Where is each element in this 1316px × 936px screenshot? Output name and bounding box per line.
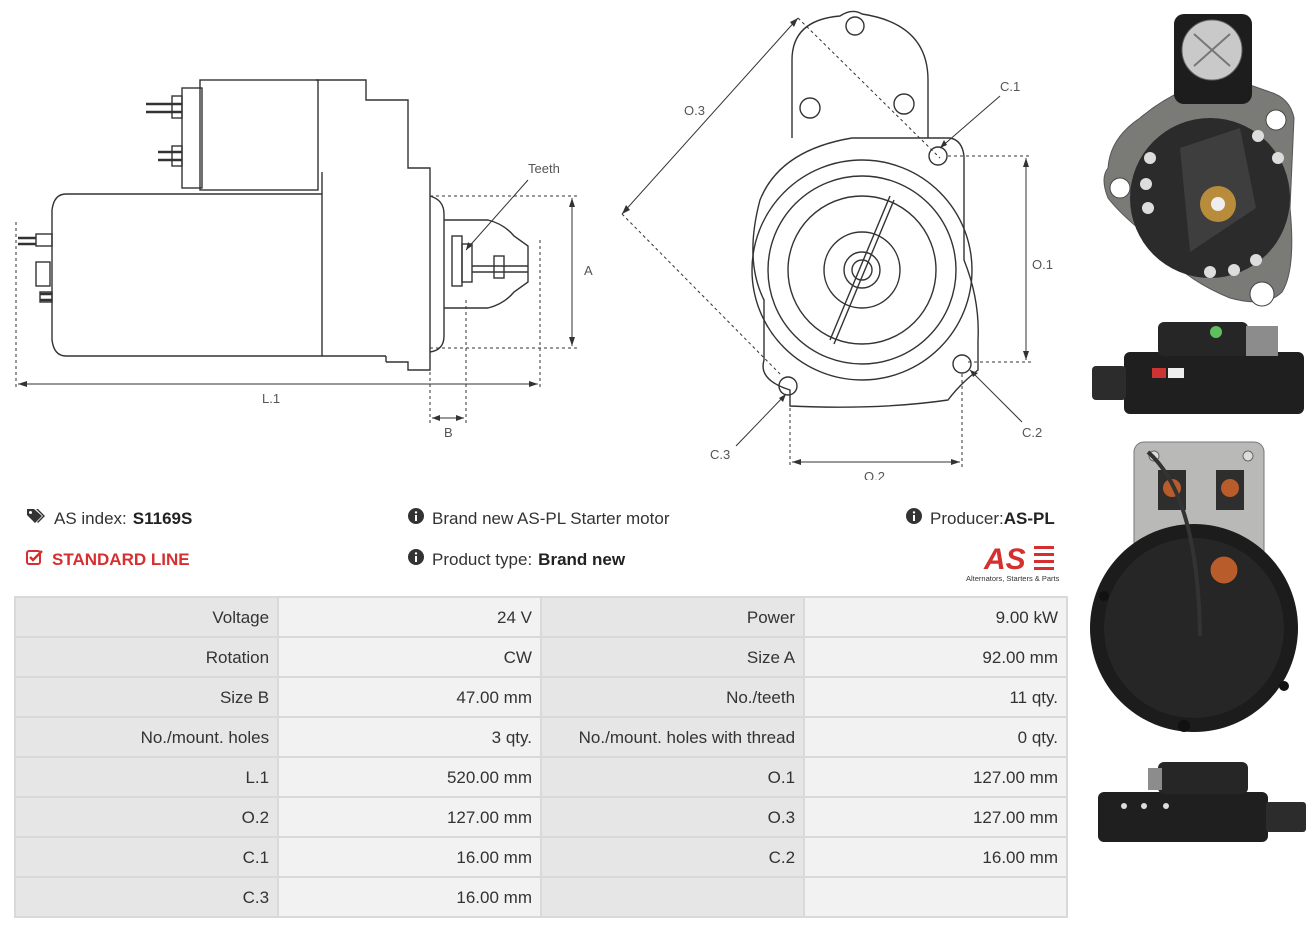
producer-label: Producer: [930, 508, 1004, 528]
spec-key: No./mount. holes [16, 718, 278, 756]
product-type-label: Product type: [432, 549, 533, 569]
logo-tagline: Alternators, Starters & Parts [966, 574, 1060, 583]
spec-key: Rotation [16, 638, 278, 676]
spec-key: C.2 [541, 838, 804, 876]
product-photos [1084, 0, 1316, 936]
spec-value: 11 qty. [805, 678, 1066, 716]
label-c1: C.1 [1000, 79, 1020, 94]
spec-value: 127.00 mm [805, 798, 1066, 836]
spec-value: 16.00 mm [805, 838, 1066, 876]
label-c3: C.3 [710, 447, 730, 462]
product-description: Brand new AS-PL Starter motor [432, 508, 670, 528]
spec-key: O.1 [541, 758, 804, 796]
product-type-row: Product type: Brand new [408, 549, 625, 570]
photo-drive-end [1103, 14, 1295, 307]
tags-icon [26, 508, 46, 529]
label-b: B [444, 425, 453, 440]
spec-value: 0 qty. [805, 718, 1066, 756]
photo-side-bottom [1098, 762, 1306, 842]
label-o3: O.3 [684, 103, 705, 118]
front-view [751, 10, 979, 408]
spec-key: Power [541, 598, 804, 636]
spec-key: C.1 [16, 838, 278, 876]
spec-value: 127.00 mm [805, 758, 1066, 796]
spec-key: Voltage [16, 598, 278, 636]
as-index-row: AS index: S1169S [26, 508, 192, 529]
side-view [18, 79, 529, 371]
spec-value: 16.00 mm [279, 838, 540, 876]
producer-value: AS-PL [1003, 508, 1055, 528]
spec-value: 9.00 kW [805, 598, 1066, 636]
label-o1: O.1 [1032, 257, 1053, 272]
producer-row: Producer: AS-PL [906, 508, 1055, 529]
info-circle-icon [408, 508, 424, 529]
spec-value: 3 qty. [279, 718, 540, 756]
photo-commutator-end [1090, 441, 1298, 732]
spec-key: No./mount. holes with thread [541, 718, 804, 756]
description-row: Brand new AS-PL Starter motor [408, 508, 669, 529]
dimension-arrows [18, 18, 1029, 465]
label-l1: L.1 [262, 391, 280, 406]
spec-value: 24 V [279, 598, 540, 636]
product-line-row: STANDARD LINE [26, 549, 190, 570]
dimension-drawing-svg: Teeth A B L.1 O.1 O.2 O.3 C.1 C.2 C.3 [15, 10, 1053, 480]
as-index-value: S1169S [132, 508, 193, 528]
spec-key: Size A [541, 638, 804, 676]
spec-key: L.1 [16, 758, 278, 796]
info-circle-icon [906, 508, 922, 529]
spec-key: C.3 [16, 878, 278, 916]
spec-value: 520.00 mm [279, 758, 540, 796]
product-type-value: Brand new [538, 549, 626, 569]
spec-value: 47.00 mm [279, 678, 540, 716]
spec-value [805, 878, 1066, 916]
product-line: STANDARD LINE [52, 549, 190, 569]
spec-key [541, 878, 804, 916]
spec-key: O.3 [541, 798, 804, 836]
label-c2: C.2 [1022, 425, 1042, 440]
spec-key: No./teeth [541, 678, 804, 716]
label-teeth: Teeth [528, 161, 560, 176]
spec-value: 92.00 mm [805, 638, 1066, 676]
info-circle-icon [408, 549, 424, 570]
svg-text:AS: AS [983, 543, 1026, 576]
dimension-lines [15, 17, 1032, 468]
as-index-label: AS index: [54, 508, 127, 528]
spec-value: 127.00 mm [279, 798, 540, 836]
technical-drawing: Teeth A B L.1 O.1 O.2 O.3 C.1 C.2 C.3 [0, 0, 1080, 480]
spec-key: Size B [16, 678, 278, 716]
spec-value: CW [279, 638, 540, 676]
spec-value: 16.00 mm [279, 878, 540, 916]
as-pl-logo-mark: AS Alternators, Starters & Parts [966, 543, 1060, 583]
spec-key: O.2 [16, 798, 278, 836]
photo-side-top [1092, 322, 1304, 414]
label-o2: O.2 [864, 469, 885, 480]
checkbox-icon [26, 549, 44, 570]
label-a: A [584, 263, 593, 278]
as-pl-logo: AS Alternators, Starters & Parts [962, 540, 1070, 584]
